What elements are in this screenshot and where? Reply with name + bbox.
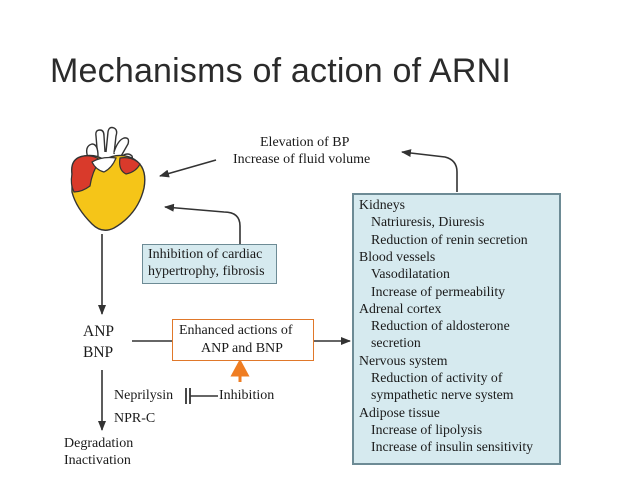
organ-effects-box xyxy=(352,193,561,465)
organ-effect-item: Reduction of aldosterone xyxy=(371,318,510,334)
organ-effect-item: Increase of permeability xyxy=(371,283,506,299)
bnp-label: BNP xyxy=(83,344,114,361)
top-effect-line2: Increase of fluid volume xyxy=(233,152,371,167)
nprc-label: NPR-C xyxy=(114,411,156,426)
inhibition-box-line1: Inhibition of cardiac xyxy=(148,247,263,262)
degradation-line2: Inactivation xyxy=(64,453,131,468)
anp-label: ANP xyxy=(83,323,115,340)
enhanced-box-line2: ANP and BNP xyxy=(201,341,283,356)
arrow-effect-to-heart xyxy=(159,159,217,178)
organ-effect-item: Vasodilatation xyxy=(371,266,450,282)
inhibition-label: Inhibition xyxy=(219,388,275,403)
organ-heading: Adrenal cortex xyxy=(359,300,442,316)
arrow-organ-to-effect xyxy=(401,149,458,192)
top-effect-line1: Elevation of BP xyxy=(260,135,350,150)
inhibition-box-line2: hypertrophy, fibrosis xyxy=(148,264,265,279)
organ-heading: Nervous system xyxy=(359,352,448,368)
enhanced-actions-box xyxy=(172,319,314,361)
slide-title: Mechanisms of action of ARNI xyxy=(50,52,512,90)
organ-heading: Adipose tissue xyxy=(359,404,440,420)
organ-effect-item: sympathetic nerve system xyxy=(371,387,514,403)
neprilysin-label: Neprilysin xyxy=(114,388,174,403)
organ-effect-item: Reduction of activity of xyxy=(371,370,503,385)
heart-illustration xyxy=(70,126,146,231)
organ-effect-item: Reduction of renin secretion xyxy=(371,231,528,247)
organ-effect-item: Increase of insulin sensitivity xyxy=(371,439,534,455)
organ-effect-item: secretion xyxy=(371,335,421,351)
enhanced-box-line1: Enhanced actions of xyxy=(179,323,293,338)
organ-effect-item: Natriuresis, Diuresis xyxy=(371,214,485,230)
degradation-line1: Degradation xyxy=(64,436,134,451)
organ-heading: Blood vessels xyxy=(359,248,436,264)
inhibition-box xyxy=(142,244,277,284)
orange-up-arrow xyxy=(230,358,250,382)
arrow-inhibition-to-heart xyxy=(164,203,241,244)
organ-heading: Kidneys xyxy=(359,197,405,212)
organ-effect-item: Increase of lipolysis xyxy=(371,421,483,437)
